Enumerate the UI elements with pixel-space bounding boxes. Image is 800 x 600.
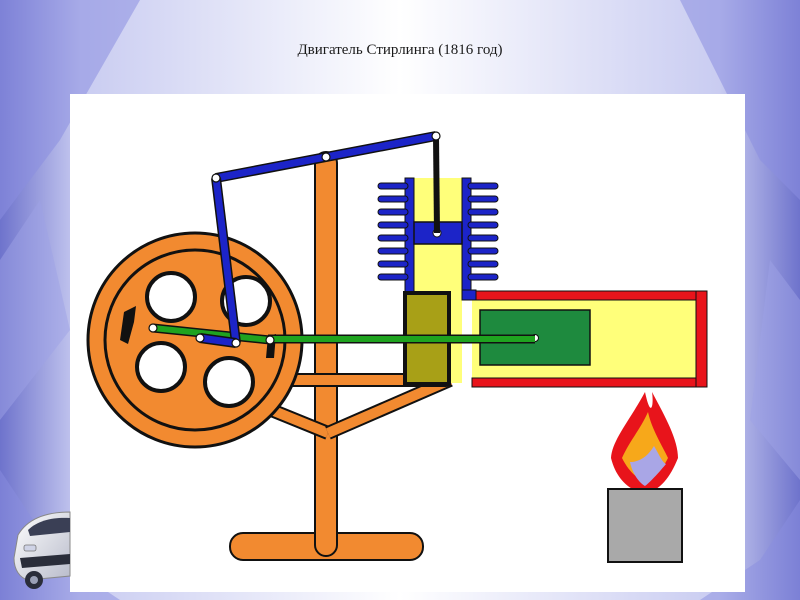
displacer-rod [152,323,535,345]
cooling-fins-left [377,182,409,281]
slide-title: Двигатель Стирлинга (1816 год) [297,42,503,58]
flame-icon [611,392,678,494]
pivot-points [148,131,441,348]
burner [607,488,683,563]
flywheel-hole [145,271,197,323]
cooling-fins-right [467,182,499,281]
flywheel-hole [135,341,187,393]
diagram-frame [70,94,745,592]
flywheel-mark [120,306,136,344]
flywheel-hole [203,356,255,408]
stirling-engine-diagram [86,131,708,563]
car-logo-icon [13,511,71,589]
